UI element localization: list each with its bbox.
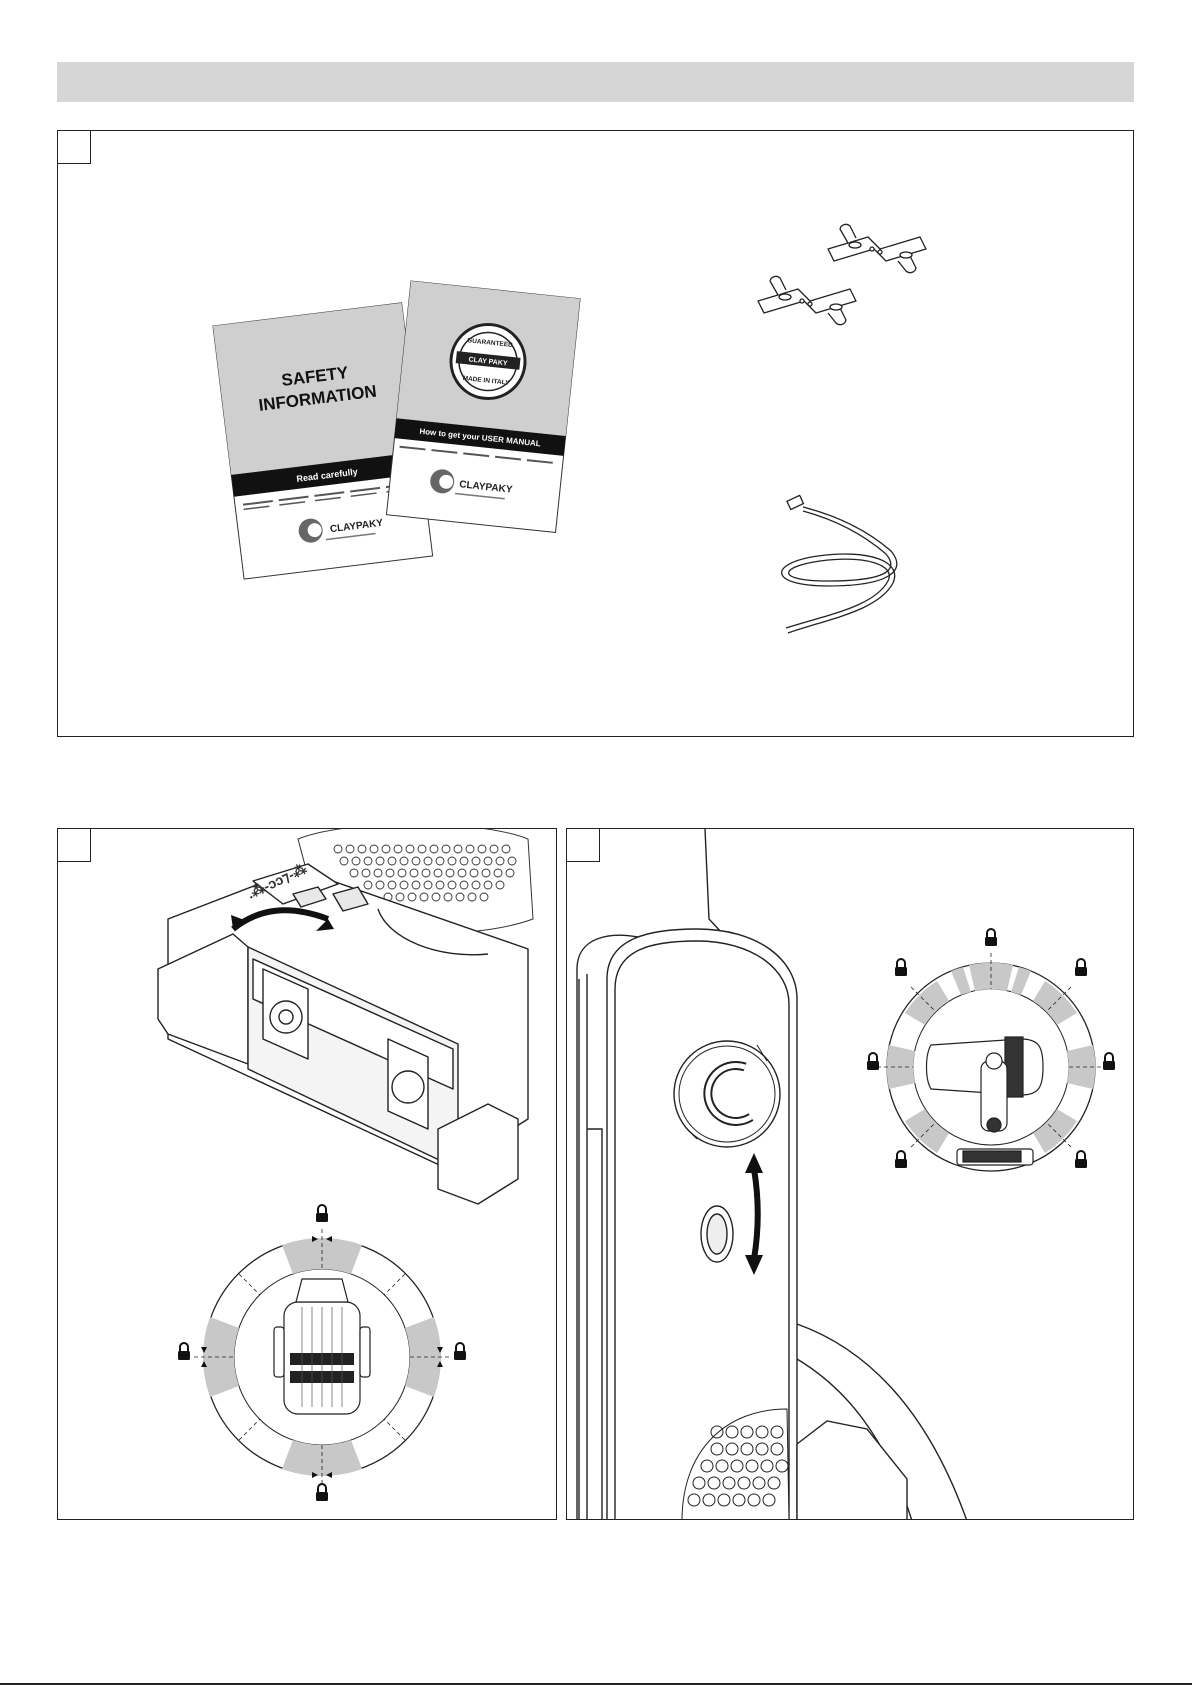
section-header-bar <box>57 62 1134 102</box>
user-manual-booklet: GUARANTEED CLAY PAKY MADE IN ITALY How t… <box>386 281 580 532</box>
accessories-panel: SAFETY INFORMATION Read carefully CLAYPA… <box>57 130 1134 737</box>
pan-lock-panel: .⁂-ɔɔ⁊-⁂ <box>57 828 557 1520</box>
accessories-illustration: SAFETY INFORMATION Read carefully CLAYPA… <box>58 131 1134 737</box>
pan-lock-diagram <box>178 1205 466 1501</box>
tilt-lock-panel <box>566 828 1134 1520</box>
omega-brackets <box>758 224 926 324</box>
power-cable <box>782 495 897 633</box>
tilt-lock-diagram <box>867 929 1115 1171</box>
tilt-lock-illustration <box>567 829 1134 1520</box>
pan-lock-illustration: .⁂-ɔɔ⁊-⁂ <box>58 829 557 1520</box>
